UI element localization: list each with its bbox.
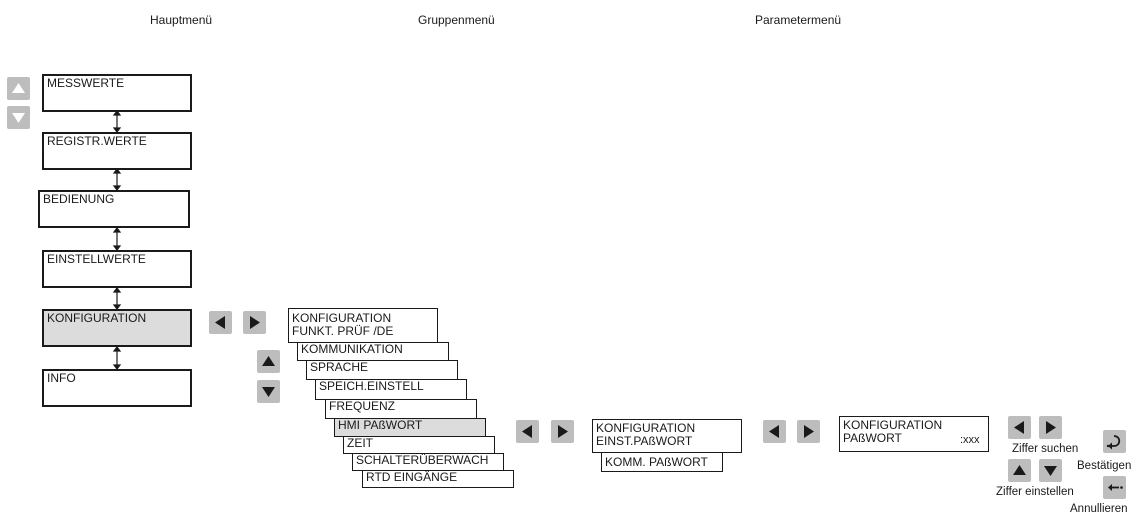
setting-name: PAßWORT <box>843 431 902 445</box>
left-arrow-icon <box>1014 421 1024 434</box>
left-arrow-icon <box>522 425 532 438</box>
right-arrow-icon <box>250 316 260 329</box>
setting-value: :xxx <box>960 434 980 446</box>
group-up-button[interactable] <box>257 350 280 373</box>
group-left-button[interactable] <box>516 420 539 443</box>
up-arrow-icon <box>262 356 275 366</box>
set-digit-label: Ziffer einstellen <box>996 486 1074 498</box>
enter-icon <box>1106 435 1121 450</box>
group-menu-title: KONFIGURATION <box>292 311 392 325</box>
up-arrow-icon <box>1013 465 1026 475</box>
main-item-messwerte[interactable]: MESSWERTE <box>42 74 192 112</box>
digit-right-button[interactable] <box>1039 416 1062 439</box>
group-item-schalterueberwach[interactable]: SCHALTERÜBERWACH <box>352 453 504 471</box>
group-menu-display[interactable]: KONFIGURATION FUNKT. PRÜF /DE <box>288 308 438 343</box>
group-item-funkt-pruef: FUNKT. PRÜF /DE <box>292 324 394 338</box>
group-item-frequenz[interactable]: FREQUENZ <box>325 399 477 419</box>
right-arrow-icon <box>804 425 814 438</box>
header-parameter-menu: Parametermenü <box>755 13 842 27</box>
group-down-button[interactable] <box>257 380 280 403</box>
main-right-button[interactable] <box>243 311 266 334</box>
left-arrow-icon <box>215 316 225 329</box>
down-arrow-icon <box>262 387 275 397</box>
group-item-speich-einstell[interactable]: SPEICH.EINSTELL <box>315 379 467 400</box>
confirm-button[interactable] <box>1103 430 1126 453</box>
find-digit-label: Ziffer suchen <box>1012 443 1079 455</box>
param-item-einst-passwort: EINST.PAßWORT <box>596 434 693 448</box>
main-connectors <box>112 110 122 370</box>
back-icon <box>1108 484 1123 491</box>
param-right-button[interactable] <box>797 420 820 443</box>
down-arrow-icon <box>12 113 25 123</box>
param-left-button[interactable] <box>763 420 786 443</box>
group-item-rtd-eingaenge[interactable]: RTD EINGÄNGE <box>362 470 514 488</box>
group-item-zeit[interactable]: ZEIT <box>343 436 495 454</box>
left-arrow-icon <box>769 425 779 438</box>
up-arrow-icon <box>12 83 25 93</box>
setting-title: KONFIGURATION <box>843 418 943 432</box>
header-group-menu: Gruppenmenü <box>418 13 495 27</box>
group-item-sprache[interactable]: SPRACHE <box>306 360 458 380</box>
main-item-info[interactable]: INFO <box>42 369 192 407</box>
param-menu-display[interactable]: KONFIGURATION EINST.PAßWORT <box>592 419 742 453</box>
confirm-label: Bestätigen <box>1077 460 1132 472</box>
setting-display[interactable]: KONFIGURATION PAßWORT :xxx <box>839 416 989 452</box>
header-main-menu: Hauptmenü <box>150 13 213 27</box>
main-item-bedienung[interactable]: BEDIENUNG <box>38 190 190 228</box>
digit-up-button[interactable] <box>1008 459 1031 482</box>
param-menu-title: KONFIGURATION <box>596 421 696 435</box>
param-item-komm-passwort[interactable]: KOMM. PAßWORT <box>601 452 723 472</box>
main-up-button[interactable] <box>7 77 30 100</box>
digit-left-button[interactable] <box>1008 416 1031 439</box>
down-arrow-icon <box>1044 466 1057 476</box>
digit-down-button[interactable] <box>1039 459 1062 482</box>
right-arrow-icon <box>558 425 568 438</box>
main-item-einstellwerte[interactable]: EINSTELLWERTE <box>42 250 192 288</box>
cancel-label: Annullieren <box>1070 503 1128 515</box>
right-arrow-icon <box>1046 421 1056 434</box>
main-left-button[interactable] <box>209 311 232 334</box>
cancel-button[interactable] <box>1103 476 1126 499</box>
main-down-button[interactable] <box>7 106 30 129</box>
group-item-kommunikation[interactable]: KOMMUNIKATION <box>297 342 449 361</box>
group-item-hmi-passwort[interactable]: HMI PAßWORT <box>334 418 486 437</box>
group-right-button[interactable] <box>551 420 574 443</box>
